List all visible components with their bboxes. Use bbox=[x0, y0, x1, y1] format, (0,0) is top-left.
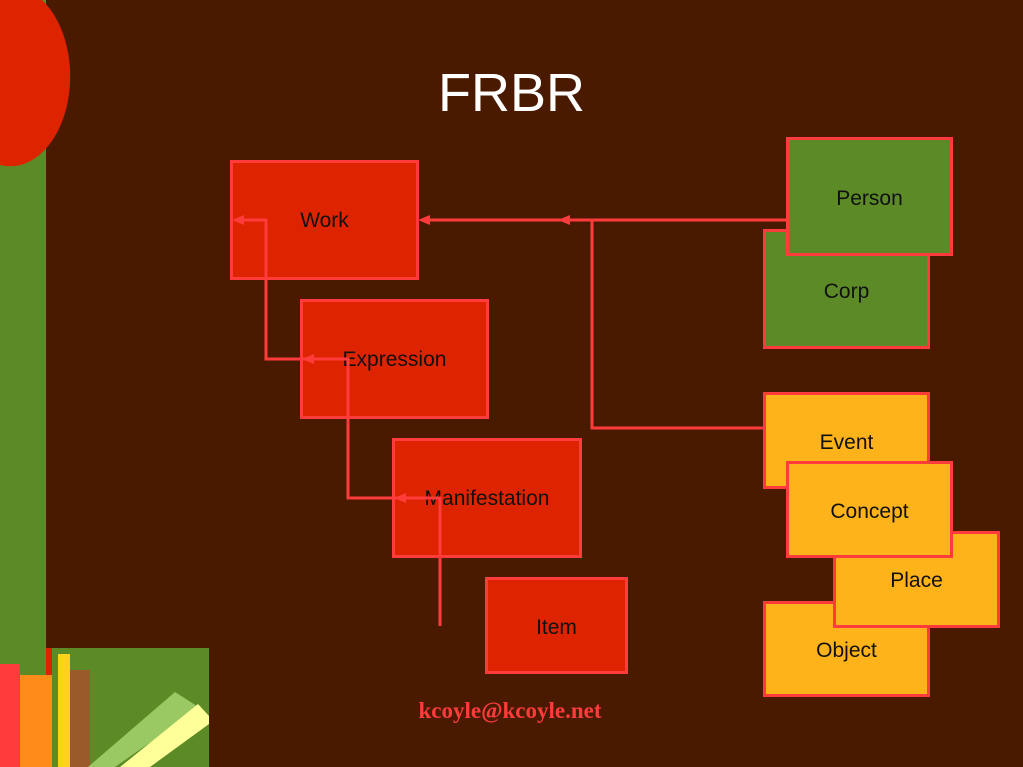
stripe-red bbox=[0, 664, 20, 767]
red-circle-decoration bbox=[0, 0, 71, 167]
person-box: Person bbox=[786, 137, 953, 256]
hierarchy-connector bbox=[236, 218, 442, 626]
page-title: FRBR bbox=[438, 63, 585, 123]
item-box: Item bbox=[485, 577, 628, 674]
stripe-yellow bbox=[58, 654, 70, 767]
footer-email: kcoyle@kcoyle.net bbox=[418, 698, 602, 723]
stripe-brown bbox=[70, 670, 90, 767]
corp-label: Corp bbox=[823, 280, 870, 303]
arrow-to-work bbox=[232, 215, 244, 225]
object-label: Object bbox=[816, 639, 877, 662]
expression-label: Expression bbox=[342, 348, 447, 371]
work-label: Work bbox=[300, 209, 349, 232]
subject-connector bbox=[562, 218, 763, 430]
place-label: Place bbox=[890, 569, 943, 592]
pencil-green bbox=[88, 692, 200, 767]
arrow-to-manifestation bbox=[394, 493, 406, 503]
manifestation-label: Manifestation bbox=[424, 487, 550, 510]
arrow-responsibility bbox=[418, 215, 430, 225]
person-label: Person bbox=[836, 187, 903, 210]
stripe-orange bbox=[20, 675, 52, 767]
concept-box: Concept bbox=[786, 461, 953, 558]
arrow-subject bbox=[558, 215, 570, 225]
pencil-yellow bbox=[120, 704, 209, 767]
arrow-to-expression bbox=[302, 354, 314, 364]
item-label: Item bbox=[536, 616, 577, 639]
concept-label: Concept bbox=[830, 500, 909, 523]
event-label: Event bbox=[819, 431, 874, 454]
